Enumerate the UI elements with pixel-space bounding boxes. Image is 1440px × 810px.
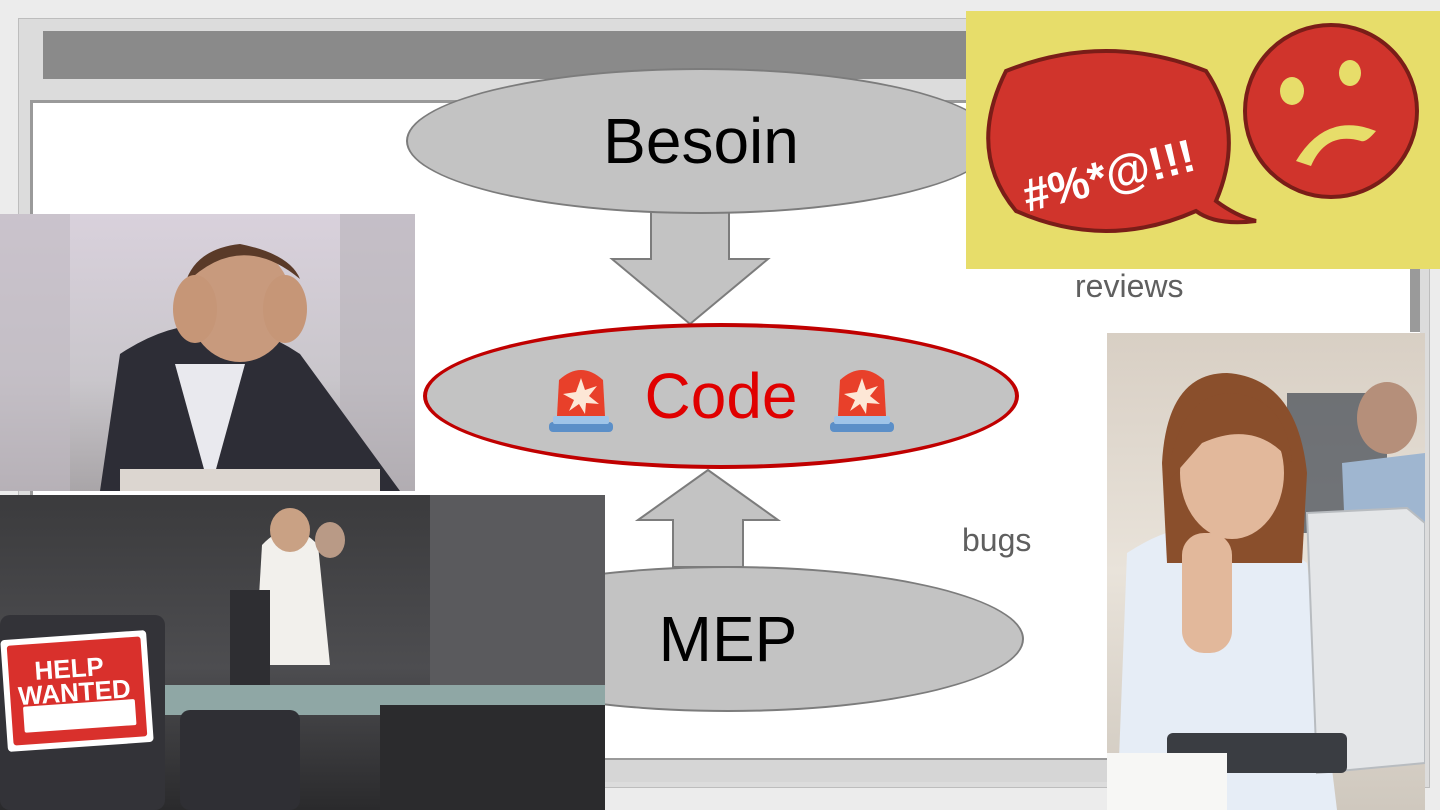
photo-office-help-wanted: HELP WANTED: [0, 495, 605, 810]
photo-bad-reviews: #%*@!!!: [966, 11, 1440, 269]
photo-annoyed-woman: [1107, 333, 1425, 810]
node-besoin-label: Besoin: [603, 105, 799, 177]
window-right-edge: [1410, 260, 1420, 332]
node-code: Code: [423, 323, 1019, 469]
node-mep-label: MEP: [658, 603, 798, 675]
arrow-up: [634, 468, 782, 568]
help-sign-line1: HELP: [33, 651, 104, 686]
bugs-label: bugs: [962, 522, 1032, 558]
node-code-label: Code: [644, 360, 798, 432]
node-besoin: Besoin: [406, 68, 996, 214]
reviews-label: reviews: [1075, 268, 1184, 304]
arrow-down: [609, 211, 771, 326]
siren-icon: [829, 370, 894, 432]
window-bottom-bar: [600, 758, 1120, 782]
photo-stressed-man: [0, 214, 415, 491]
siren-icon: [548, 370, 613, 432]
